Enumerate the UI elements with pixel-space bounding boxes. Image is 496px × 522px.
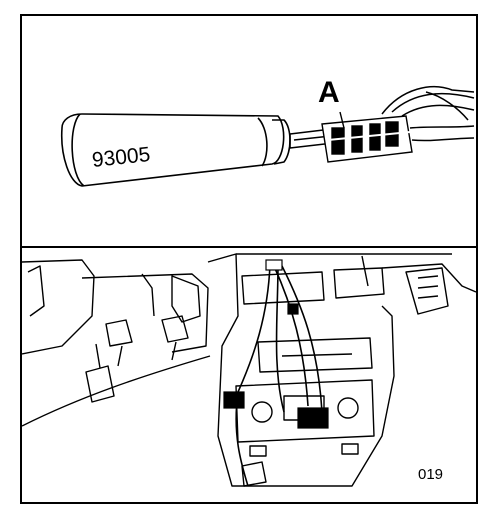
pedal-lower bbox=[85, 365, 115, 403]
radio-slot bbox=[257, 337, 373, 373]
test-harness-wires bbox=[235, 263, 323, 487]
tool-handle bbox=[60, 113, 285, 187]
pedal-upper-1 bbox=[105, 319, 133, 347]
figure-number: 019 bbox=[418, 466, 444, 483]
dash-right bbox=[381, 263, 476, 293]
wiring-harness bbox=[381, 85, 475, 142]
top-panel-illustration bbox=[60, 85, 475, 187]
figure-frame: A 93005 bbox=[20, 14, 478, 504]
center-vent bbox=[241, 271, 325, 305]
dash-left-edge bbox=[22, 259, 95, 355]
center-console bbox=[207, 253, 395, 487]
heater-control-panel bbox=[235, 379, 375, 443]
panel-divider bbox=[22, 246, 476, 248]
bottom-panel-illustration bbox=[22, 253, 476, 487]
pedal-bracket bbox=[81, 273, 209, 353]
callout-leader-line bbox=[339, 111, 345, 129]
floor-line bbox=[22, 355, 211, 427]
handle-grip-ring bbox=[257, 117, 268, 167]
handle-end-ring bbox=[71, 113, 85, 187]
pedal-upper-2 bbox=[161, 315, 189, 343]
test-connectors bbox=[223, 259, 329, 429]
callout-label: A bbox=[318, 76, 340, 109]
